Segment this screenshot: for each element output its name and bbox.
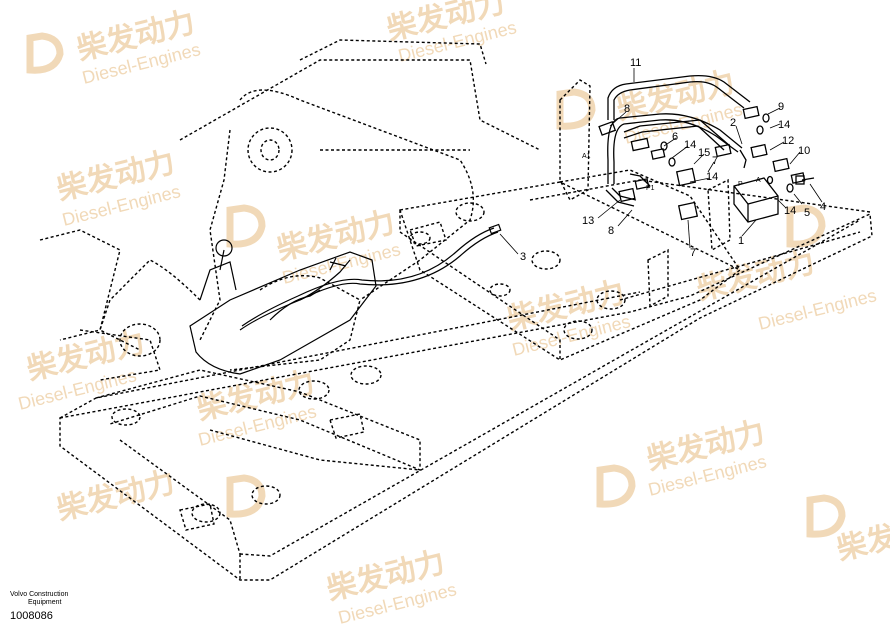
hydraulic-pipe-assembly (598, 74, 815, 223)
fitting-icon (598, 105, 806, 221)
valve-block (733, 177, 779, 223)
port-label-p: P (738, 181, 743, 188)
callout-7b: 7 (690, 247, 696, 259)
callout-14b: 14 (684, 139, 696, 151)
machine-frame (39, 39, 873, 581)
callout-7: 7 (712, 155, 718, 167)
callout-11: 11 (630, 57, 641, 69)
port-labels: A1 P1 P (582, 153, 743, 192)
callout-10: 10 (798, 145, 810, 157)
callout-12: 12 (782, 135, 794, 147)
equipment-label: Equipment (28, 599, 62, 606)
callout-14c: 14 (706, 171, 718, 183)
callout-14: 14 (778, 119, 790, 131)
watermark-layer: 柴发动力 Diesel-Engines 柴发动力 Diesel-Engines … (16, 0, 890, 628)
part-number: 1008086 (10, 610, 53, 622)
callout-6: 6 (672, 131, 678, 143)
leader-lines (499, 68, 823, 255)
callout-14d: 14 (784, 205, 796, 217)
callout-5: 5 (804, 207, 810, 219)
pilot-controller (189, 251, 377, 375)
wire-harness (189, 223, 502, 375)
watermark-cn: 柴发动力 (53, 465, 178, 528)
drawing-footer: Volvo Construction Equipment 1008086 (10, 591, 68, 623)
callout-1: 1 (738, 235, 744, 247)
port-label-p1: P1 (646, 185, 655, 192)
watermark-logo-icon (26, 32, 846, 538)
callout-3: 3 (520, 251, 526, 263)
callout-8: 8 (624, 103, 630, 115)
port-label-a1: A1 (582, 153, 591, 160)
callouts: 11 8 9 14 2 6 14 15 7 12 10 14 A 4 5 14 … (520, 57, 826, 263)
callout-8b: 8 (608, 225, 614, 237)
callout-9: 9 (778, 101, 784, 113)
callout-4: 4 (820, 201, 826, 213)
callout-2: 2 (730, 117, 736, 129)
callout-A: A (756, 177, 761, 184)
manufacturer-label: Volvo Construction (10, 591, 69, 598)
callout-15: 15 (698, 147, 710, 159)
watermark-en: Diesel-Engines (756, 285, 878, 334)
callout-13: 13 (582, 215, 594, 227)
